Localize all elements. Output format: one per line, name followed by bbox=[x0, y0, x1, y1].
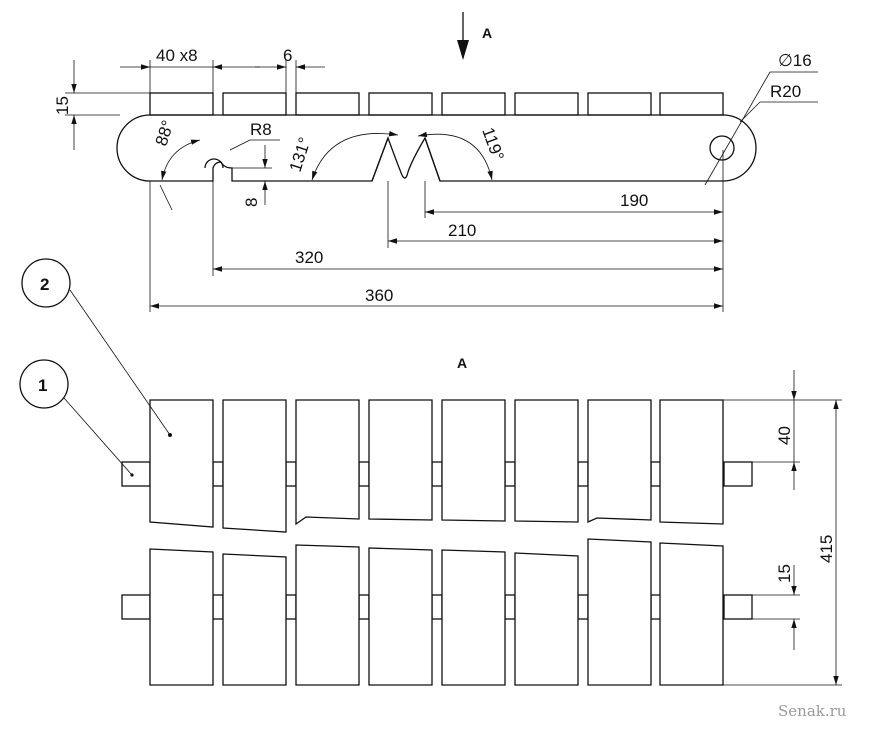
upper-axles bbox=[121, 461, 753, 487]
dim-plank-height: 15 bbox=[53, 96, 72, 115]
dim-length-210: 210 bbox=[448, 221, 476, 240]
side-view bbox=[65, 12, 818, 312]
callout-2: 2 bbox=[21, 258, 71, 308]
dim-end-radius: R20 bbox=[770, 82, 801, 101]
dim-gap: 6 bbox=[283, 46, 292, 65]
callout-2-number: 2 bbox=[40, 275, 49, 294]
dim-bottom-40: 40 bbox=[775, 426, 794, 445]
dim-angle-88: 88° bbox=[152, 118, 178, 148]
dim-hole-diameter: ∅16 bbox=[778, 51, 812, 70]
watermark: Senak.ru bbox=[778, 702, 847, 720]
notch-r8 bbox=[204, 158, 224, 169]
dim-length-190: 190 bbox=[620, 191, 648, 210]
axle-hole bbox=[709, 135, 735, 161]
angle-arc-131 bbox=[311, 131, 399, 181]
dim-notch-depth: 8 bbox=[242, 198, 261, 207]
dim-plank-width: 40 x8 bbox=[156, 46, 198, 65]
dim-length-360: 360 bbox=[365, 286, 393, 305]
lower-planks bbox=[149, 538, 724, 686]
callout-1: 1 bbox=[19, 359, 69, 409]
v-notch-right bbox=[424, 137, 441, 182]
callout-1-leader bbox=[63, 397, 133, 476]
dim-angle-131: 131° bbox=[286, 135, 315, 174]
angle-leader-88 bbox=[159, 184, 173, 211]
dim-bottom-415: 415 bbox=[817, 535, 836, 563]
v-notch-left bbox=[371, 137, 389, 182]
upper-planks bbox=[149, 399, 724, 533]
lower-axles bbox=[121, 594, 753, 620]
view-arrow-head bbox=[457, 40, 469, 60]
angle-arc-88 bbox=[161, 139, 201, 181]
view-a-title: A bbox=[457, 355, 467, 371]
angle-arc-119 bbox=[417, 131, 493, 181]
dim-angle-119: 119° bbox=[478, 125, 507, 163]
callout-2-leader bbox=[69, 289, 171, 436]
dim-bottom-15: 15 bbox=[775, 564, 794, 583]
dim-notch-radius: R8 bbox=[250, 120, 272, 139]
callout-1-number: 1 bbox=[38, 376, 47, 395]
dim-length-320: 320 bbox=[295, 248, 323, 267]
top-planks bbox=[149, 92, 724, 116]
plan-view bbox=[63, 289, 842, 686]
view-marker-label: A bbox=[482, 25, 492, 41]
